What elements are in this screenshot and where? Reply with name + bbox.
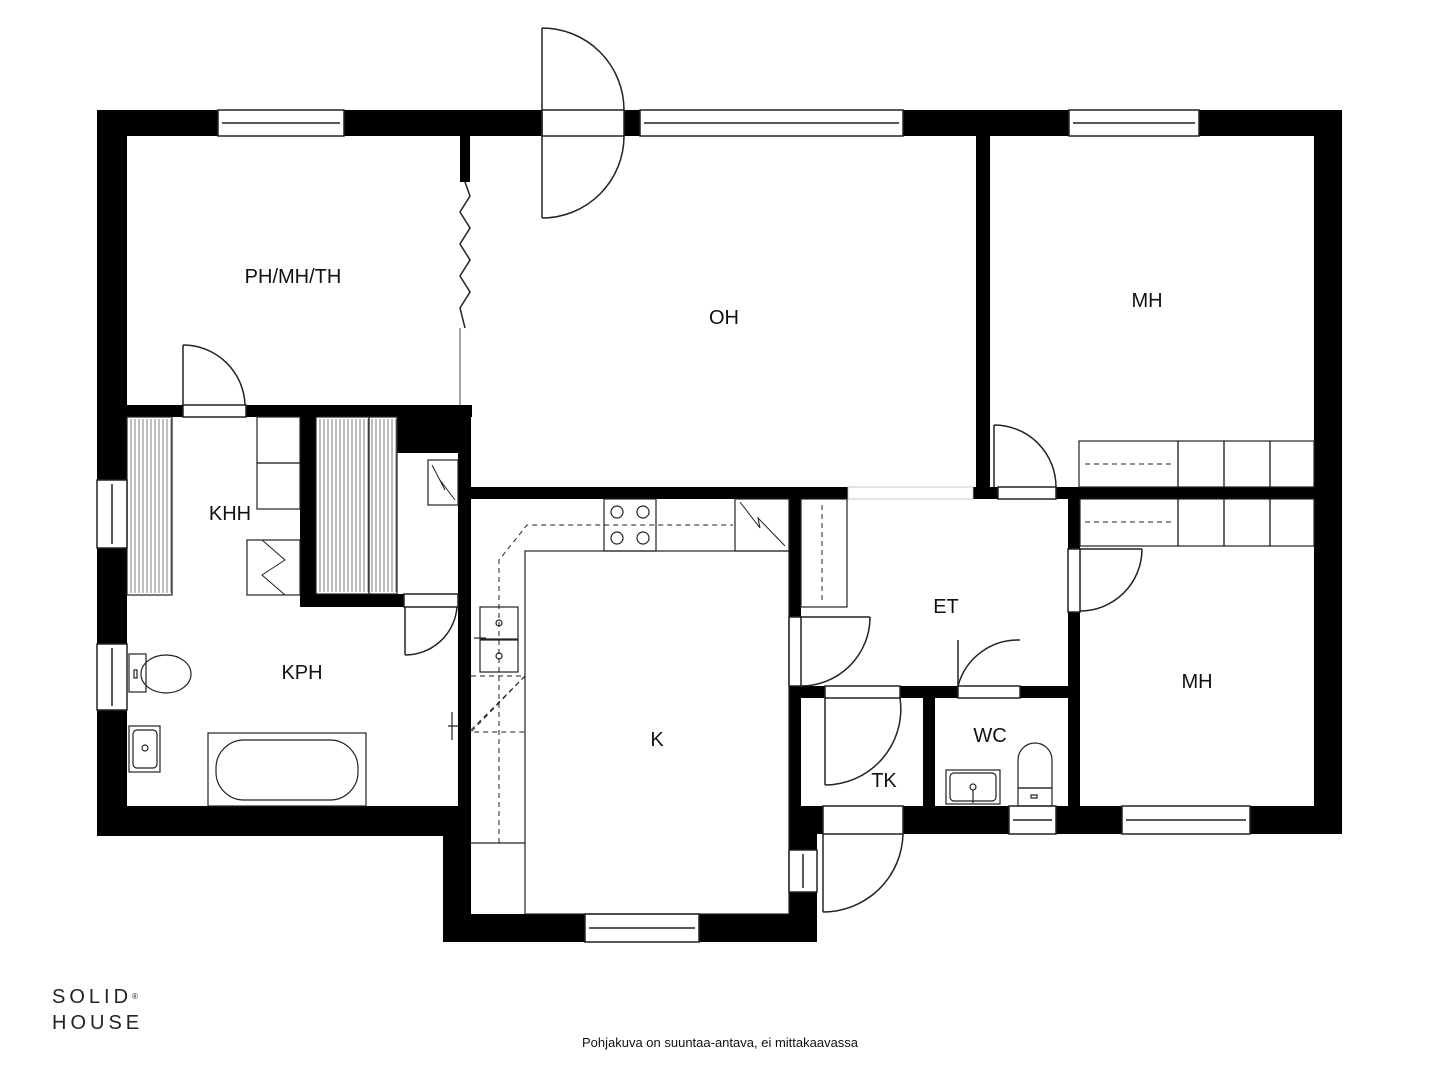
room-label-tk: TK: [871, 770, 897, 792]
room-label-kph: KPH: [281, 662, 322, 684]
room-label-mh-bottom: MH: [1181, 671, 1212, 693]
logo-registered-mark: ®: [132, 992, 138, 1001]
walls: [97, 110, 1342, 942]
logo-line1: SOLID: [52, 986, 133, 1008]
room-labels: PH/MH/TH OH MH KHH KPH K ET MH WC TK: [209, 266, 1213, 792]
room-label-oh: OH: [709, 307, 739, 329]
logo-line2: HOUSE: [52, 1012, 144, 1034]
disclaimer-text: Pohjakuva on suuntaa-antava, ei mittakaa…: [581, 1035, 859, 1050]
room-label-khh: KHH: [209, 503, 251, 525]
doors: [182, 27, 1143, 913]
fixtures: [126, 416, 1315, 915]
room-label-et: ET: [933, 596, 959, 618]
room-label-k: K: [650, 729, 664, 751]
solid-house-logo: SOLID® HOUSE: [52, 984, 143, 1036]
room-label-ph-mh-th: PH/MH/TH: [245, 266, 342, 288]
room-label-wc: WC: [973, 725, 1006, 747]
room-label-mh-top: MH: [1131, 290, 1162, 312]
